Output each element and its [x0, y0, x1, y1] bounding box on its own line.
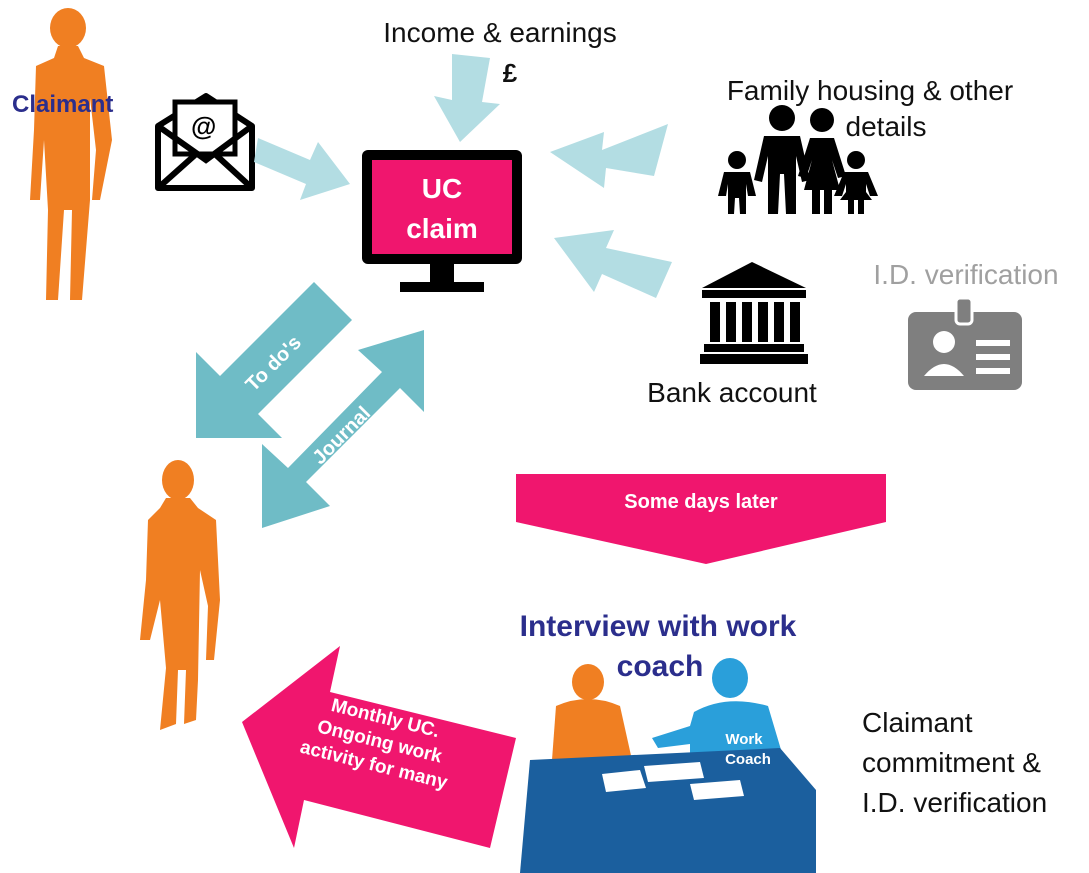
commitment-line3: I.D. verification — [862, 787, 1047, 818]
arrow-bank-to-claim — [554, 230, 672, 298]
family-label-line2: details — [846, 111, 927, 142]
bank-label: Bank account — [647, 377, 817, 408]
uc-claim-line2: claim — [406, 213, 478, 244]
some-days-later-banner — [516, 474, 886, 564]
some-days-later-label: Some days later — [624, 491, 778, 513]
uc-claim-line1: UC — [422, 173, 462, 204]
bank-icon — [700, 262, 808, 364]
family-label-line1: Family housing & other — [727, 75, 1013, 106]
interview-heading-line2: coach — [617, 650, 704, 683]
commitment-line1: Claimant — [862, 707, 973, 738]
claimant-label: Claimant — [12, 91, 113, 118]
email-icon: @ — [155, 93, 255, 191]
work-coach-label-line1: Work — [725, 731, 763, 748]
arrow-email-to-claim — [254, 138, 350, 200]
currency-symbol: £ — [503, 58, 518, 88]
input-arrows — [254, 54, 672, 298]
interview-scene — [520, 658, 816, 873]
commitment-line2: commitment & — [862, 747, 1041, 778]
id-card-icon — [908, 296, 1022, 390]
arrow-income-to-claim — [434, 54, 500, 142]
desk — [520, 748, 816, 873]
id-verification-label: I.D. verification — [873, 259, 1058, 290]
svg-text:@: @ — [191, 111, 216, 141]
claimant-figure — [30, 8, 112, 300]
seated-claimant — [552, 664, 632, 760]
paper-2 — [644, 762, 704, 782]
work-coach-label-line2: Coach — [725, 751, 771, 768]
income-label: Income & earnings — [383, 17, 616, 48]
todos-arrow — [196, 282, 352, 438]
paper-1 — [602, 770, 646, 792]
monthly-uc-arrow — [242, 646, 516, 848]
claimant-figure-lower — [140, 460, 220, 730]
paper-3 — [690, 780, 744, 800]
family-icon — [718, 105, 878, 214]
interview-heading-line1: Interview with work — [520, 610, 797, 643]
uc-claim-monitor — [362, 150, 522, 292]
journal-label: Journal — [308, 402, 375, 469]
journal-arrow — [262, 330, 424, 528]
arrow-family-to-claim — [550, 124, 668, 188]
